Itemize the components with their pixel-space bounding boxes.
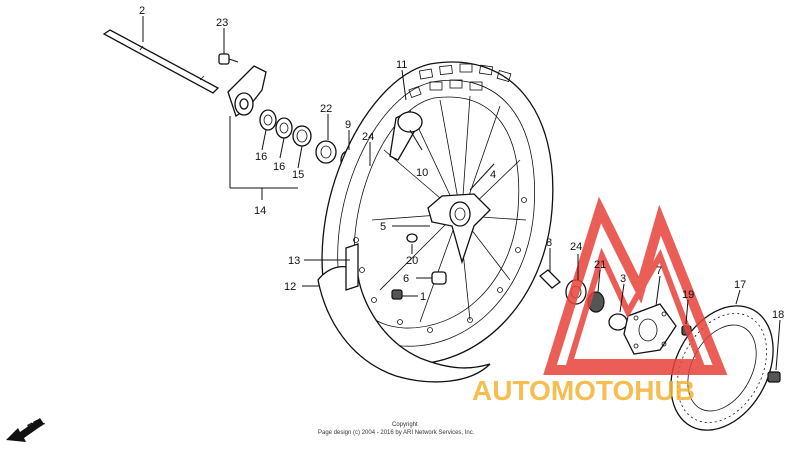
seal-16b: [275, 117, 293, 139]
bolt-1: [391, 289, 403, 300]
footer-line-2: Page design (c) 2004 - 2016 by ARI Netwo…: [318, 430, 475, 436]
footer-line-1: Copyright: [392, 422, 418, 428]
callout-labels: 2 23 11 22 9 24 16 16 15 14 10 4 5 20 13…: [139, 5, 784, 321]
callout-22: 22: [320, 103, 332, 115]
callout-17: 17: [734, 279, 746, 291]
callout-8: 8: [546, 237, 552, 249]
callout-1: 1: [420, 291, 426, 303]
leader-lines: [142, 16, 781, 371]
copyright-footer: Copyright Page design (c) 2004 - 2016 by…: [318, 422, 475, 436]
callout-6: 6: [403, 273, 409, 285]
callout-3: 3: [620, 273, 626, 285]
callout-5: 5: [380, 221, 386, 233]
front-axle: [102, 29, 220, 94]
callout-15: 15: [292, 169, 304, 181]
band-13: [345, 243, 359, 291]
bearing-15: [292, 125, 312, 147]
callout-4: 4: [490, 169, 496, 181]
callout-24b: 24: [570, 241, 582, 253]
callout-2: 2: [139, 5, 145, 17]
cap-6: [431, 271, 447, 285]
spacer-8: [539, 269, 561, 289]
disc-hub-7: [623, 303, 677, 355]
bolt-23: [218, 53, 239, 65]
bearing-22: [315, 140, 337, 164]
callout-20: 20: [406, 255, 418, 267]
wheel-assembly: [321, 61, 554, 365]
callout-24a: 24: [362, 131, 374, 143]
tube-10: [389, 111, 423, 161]
collar-3: [608, 313, 628, 331]
front-direction-arrow: FR.: [6, 416, 47, 442]
seal-16a: [259, 109, 277, 131]
callout-16a: 16: [255, 151, 267, 163]
callout-14: 14: [254, 205, 266, 217]
callout-9: 9: [345, 119, 351, 131]
callout-21: 21: [594, 259, 606, 271]
direction-label: FR.: [26, 416, 47, 435]
callout-23: 23: [216, 17, 228, 29]
callout-18: 18: [772, 309, 784, 321]
watermark-text: AUTOMOTOHUB: [472, 375, 695, 406]
callout-13: 13: [288, 255, 300, 267]
bolt-18: [767, 371, 781, 383]
callout-10: 10: [416, 167, 428, 179]
callout-19: 19: [682, 289, 694, 301]
watermark-logo: AUTOMOTOHUB: [472, 196, 728, 406]
callout-12: 12: [284, 281, 296, 293]
nut-20: [406, 233, 418, 243]
axle-collar: [227, 65, 267, 118]
callout-16b: 16: [273, 161, 285, 173]
callout-7: 7: [656, 265, 662, 277]
callout-11: 11: [396, 59, 407, 71]
